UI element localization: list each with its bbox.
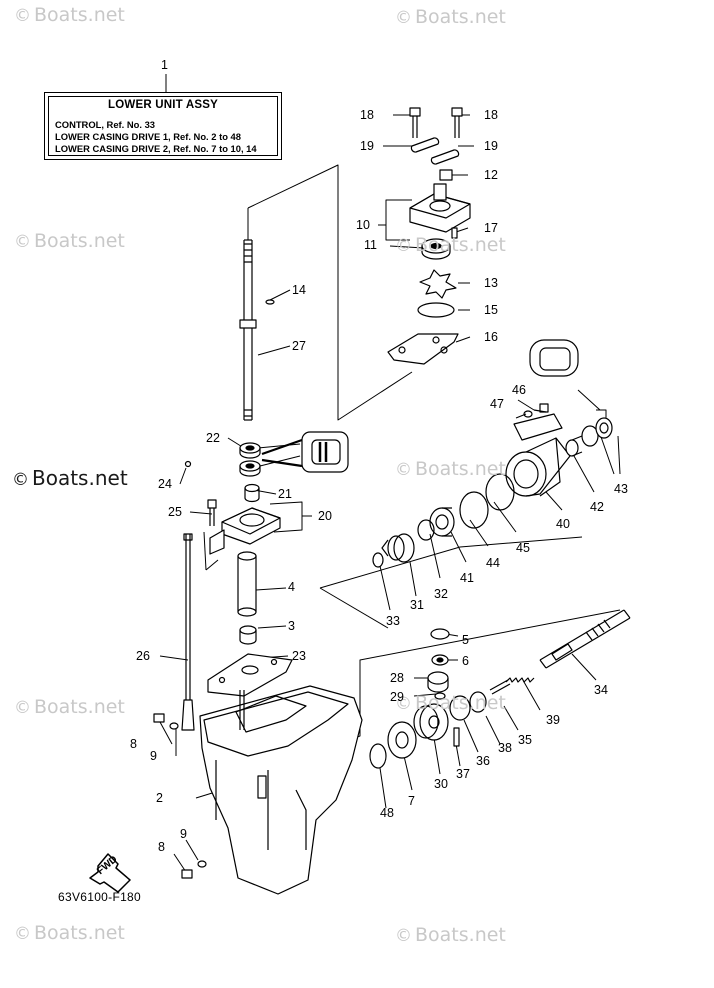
water-tube [237, 551, 257, 645]
drain-screws [153, 713, 207, 879]
callout-19[interactable]: 19 [360, 139, 374, 153]
callout-5[interactable]: 5 [462, 633, 469, 647]
callout-13[interactable]: 13 [484, 276, 498, 290]
watermark: ©Boats.net [395, 234, 506, 256]
upper-bearings [184, 431, 349, 503]
callout-47[interactable]: 47 [490, 397, 504, 411]
watermark: ©Boats.net [395, 924, 506, 946]
callout-8[interactable]: 8 [130, 737, 137, 751]
callout-9[interactable]: 9 [150, 749, 157, 763]
callout-21[interactable]: 21 [278, 487, 292, 501]
callout-39[interactable]: 39 [546, 713, 560, 727]
callout-30[interactable]: 30 [434, 777, 448, 791]
callout-28[interactable]: 28 [390, 671, 404, 685]
assembly-line-drive-1: LOWER CASING DRIVE 1, Ref. No. 2 to 48 [55, 131, 241, 142]
callout-2[interactable]: 2 [156, 791, 163, 805]
callout-18[interactable]: 18 [484, 108, 498, 122]
callout-15[interactable]: 15 [484, 303, 498, 317]
callout-1[interactable]: 1 [161, 58, 168, 72]
callout-35[interactable]: 35 [518, 733, 532, 747]
callout-42[interactable]: 42 [590, 500, 604, 514]
callout-6[interactable]: 6 [462, 654, 469, 668]
assembly-reference-box: LOWER UNIT ASSY CONTROL, Ref. No. 33 LOW… [44, 92, 282, 160]
callout-31[interactable]: 31 [410, 598, 424, 612]
lower-casing [199, 685, 363, 895]
callout-14[interactable]: 14 [292, 283, 306, 297]
callout-24[interactable]: 24 [158, 477, 172, 491]
callout-34[interactable]: 34 [594, 683, 608, 697]
callout-18[interactable]: 18 [360, 108, 374, 122]
watermark: ©Boats.net [395, 6, 506, 28]
watermark: ©Boats.net [14, 4, 125, 26]
callout-27[interactable]: 27 [292, 339, 306, 353]
callout-7[interactable]: 7 [408, 794, 415, 808]
prop-shaft-housing [372, 339, 613, 568]
callout-10[interactable]: 10 [356, 218, 370, 232]
diagram-code: 63V6100-F180 [58, 890, 141, 904]
callout-3[interactable]: 3 [288, 619, 295, 633]
callout-38[interactable]: 38 [498, 741, 512, 755]
propeller-shaft [453, 609, 631, 747]
oil-seal-housing [207, 499, 281, 555]
gear-group [369, 628, 487, 769]
callout-9[interactable]: 9 [180, 827, 187, 841]
callout-32[interactable]: 32 [434, 587, 448, 601]
assembly-title: LOWER UNIT ASSY [108, 99, 218, 111]
callout-37[interactable]: 37 [456, 767, 470, 781]
assembly-line-drive-2: LOWER CASING DRIVE 2, Ref. No. 7 to 10, … [55, 143, 257, 154]
shift-rod [181, 533, 195, 731]
gasket-23 [207, 653, 293, 697]
callout-4[interactable]: 4 [288, 580, 295, 594]
callout-16[interactable]: 16 [484, 330, 498, 344]
callout-25[interactable]: 25 [168, 505, 182, 519]
watermark: ©Boats.net [12, 466, 128, 490]
callout-8[interactable]: 8 [158, 840, 165, 854]
callout-22[interactable]: 22 [206, 431, 220, 445]
watermark: ©Boats.net [395, 458, 506, 480]
callout-36[interactable]: 36 [476, 754, 490, 768]
callout-45[interactable]: 45 [516, 541, 530, 555]
callout-43[interactable]: 43 [614, 482, 628, 496]
callout-23[interactable]: 23 [292, 649, 306, 663]
drive-shaft [239, 239, 275, 421]
callout-11[interactable]: 11 [364, 238, 377, 252]
watermark: ©Boats.net [14, 922, 125, 944]
callout-44[interactable]: 44 [486, 556, 500, 570]
watermark: ©Boats.net [14, 230, 125, 252]
watermark: ©Boats.net [395, 692, 506, 714]
watermark: ©Boats.net [14, 696, 125, 718]
fwd-arrow [89, 853, 131, 893]
callout-19[interactable]: 19 [484, 139, 498, 153]
callout-26[interactable]: 26 [136, 649, 150, 663]
callout-33[interactable]: 33 [386, 614, 400, 628]
callout-41[interactable]: 41 [460, 571, 474, 585]
callout-48[interactable]: 48 [380, 806, 394, 820]
callout-17[interactable]: 17 [484, 221, 498, 235]
assembly-line-control: CONTROL, Ref. No. 33 [55, 119, 156, 130]
callout-29[interactable]: 29 [390, 690, 404, 704]
callout-46[interactable]: 46 [512, 383, 526, 397]
callout-20[interactable]: 20 [318, 509, 332, 523]
callout-12[interactable]: 12 [484, 168, 498, 182]
water-pump-group [387, 107, 471, 365]
callout-40[interactable]: 40 [556, 517, 570, 531]
